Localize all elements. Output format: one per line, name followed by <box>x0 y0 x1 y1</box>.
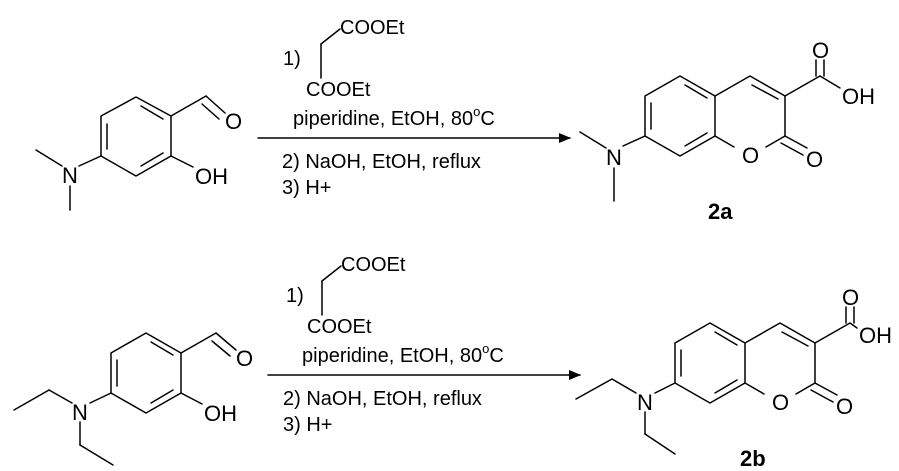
reactant-2-phenol-bond <box>180 392 203 405</box>
reagent-bond <box>320 28 341 45</box>
product-2a-lactone-double-bond <box>780 142 804 156</box>
reactant-2-aldehyde-double-bond <box>211 340 231 357</box>
product-2b-structure: O OH O O N <box>575 285 892 455</box>
reactant-2-structure: O OH N <box>13 332 253 466</box>
step-3-conditions: 3) H+ <box>283 414 332 436</box>
product-2b-carboxyl-bond <box>814 322 851 344</box>
reactant-2-amine-bond <box>89 392 112 404</box>
product-2a-amine-bond <box>622 135 646 147</box>
reactant-2-aldehyde-oxygen: O <box>236 346 253 371</box>
product-2a-ring-double-bond <box>684 132 708 147</box>
reactant-2-ring-double-bond <box>150 389 174 404</box>
product-2a-lactone-oxygen: O <box>806 147 823 172</box>
reagent-top-ester: COOEt <box>340 17 405 39</box>
reagent-top-ester: COOEt <box>341 254 406 276</box>
product-2b-ethyl-bond <box>611 378 637 394</box>
product-2a-amine-nitrogen: N <box>606 145 622 170</box>
product-2b-amine-bond <box>654 382 676 394</box>
reactant-1-methyl-bond <box>35 149 63 167</box>
product-2b-ethyl-bond <box>644 433 676 455</box>
reactant-1-aldehyde-bond <box>170 95 207 117</box>
reactant-2-hydroxyl-group: OH <box>204 401 237 426</box>
product-2a-label: 2a <box>708 199 733 224</box>
step-2-conditions: 2) NaOH, EtOH, reflux <box>282 151 481 173</box>
product-2b-ring-oxygen: O <box>772 390 789 415</box>
reaction-1: O OH N 1) COOEt COOEt piperidine, EtOH, … <box>35 17 875 224</box>
reactant-1-amine-nitrogen: N <box>62 163 78 188</box>
step-1-conditions: piperidine, EtOH, 80oC <box>293 104 495 130</box>
product-2a-carboxyl-oh-bond <box>819 75 841 89</box>
product-2a-ring-double-bond <box>751 84 779 100</box>
reactant-1-aldehyde-double-bond <box>205 95 226 114</box>
reactant-1-aldehyde-oxygen: O <box>225 109 242 134</box>
product-2a-benzene-ring <box>644 75 716 157</box>
step-3-conditions: 3) H+ <box>282 177 331 199</box>
reactant-1-ring-double-bond <box>140 152 164 167</box>
reactant-2-amine-nitrogen: N <box>72 400 88 425</box>
reagent-bond <box>321 265 342 282</box>
reactant-2-ring <box>110 332 182 414</box>
product-2a-hydroxyl-group: OH <box>842 84 875 109</box>
product-2b-carboxyl-oh-bond <box>849 322 858 329</box>
reactant-1-ring-double-bond <box>140 105 164 120</box>
product-2a-structure: O OH O O N <box>579 38 875 202</box>
reactant-1-aldehyde-double-bond <box>201 103 220 120</box>
reagent-2-diethyl-malonate: 1) COOEt COOEt <box>286 254 406 338</box>
reactant-2-ethyl-bond <box>13 389 50 411</box>
reagent-bottom-ester: COOEt <box>306 79 371 101</box>
product-2b-amine-nitrogen: N <box>637 390 653 415</box>
product-2b-ring-double-bond <box>781 331 809 347</box>
reactant-2-ethyl-bond <box>48 389 73 404</box>
reactant-1-amine-bond <box>78 155 102 167</box>
reactant-1-phenol-bond <box>170 155 194 168</box>
reactant-2-aldehyde-double-bond <box>215 332 237 351</box>
product-2a-ring-oxygen: O <box>742 143 759 168</box>
product-2b-ethyl-bond <box>575 378 613 400</box>
reactant-2-aldehyde-bond <box>180 332 217 354</box>
product-2a-carboxyl-bond <box>784 75 821 97</box>
product-2a-pyranone-ring <box>714 75 786 148</box>
reactant-2-ethyl-bond <box>79 444 114 466</box>
reactant-1-hydroxyl-group: OH <box>195 164 228 189</box>
product-2b-lactone-double-bond <box>810 389 834 403</box>
step-1-number: 1) <box>286 285 304 307</box>
product-2b-label: 2b <box>740 446 766 471</box>
step-1-number: 1) <box>283 48 301 70</box>
product-2b-benzene-ring <box>674 322 746 404</box>
product-2b-lactone-oxygen: O <box>836 394 853 419</box>
reactant-1-structure: O OH N <box>35 95 242 211</box>
reactant-1-ring <box>100 96 172 177</box>
product-2b-ring-double-bond <box>714 331 738 346</box>
reactant-2-ring-double-bond <box>150 341 174 356</box>
reaction-2: O OH N 1) COOEt COOEt piperidine, EtOH, … <box>13 254 892 471</box>
product-2b-carbonyl-oxygen: O <box>842 285 859 310</box>
product-2a-methyl-bond <box>579 131 607 149</box>
product-2b-ring-double-bond <box>714 379 738 394</box>
product-2a-ring-double-bond <box>684 84 708 99</box>
reagent-1-diethyl-malonate: 1) COOEt COOEt <box>283 17 405 101</box>
product-2b-hydroxyl-group: OH <box>859 323 892 348</box>
step-1-conditions: piperidine, EtOH, 80oC <box>302 341 504 367</box>
product-2a-carbonyl-oxygen: O <box>812 38 829 63</box>
product-2a-lactone-double-bond <box>784 135 808 149</box>
reagent-bottom-ester: COOEt <box>307 316 372 338</box>
step-2-conditions: 2) NaOH, EtOH, reflux <box>283 388 482 410</box>
product-2b-lactone-double-bond <box>814 382 838 396</box>
product-2b-pyranone-ring <box>744 322 816 395</box>
